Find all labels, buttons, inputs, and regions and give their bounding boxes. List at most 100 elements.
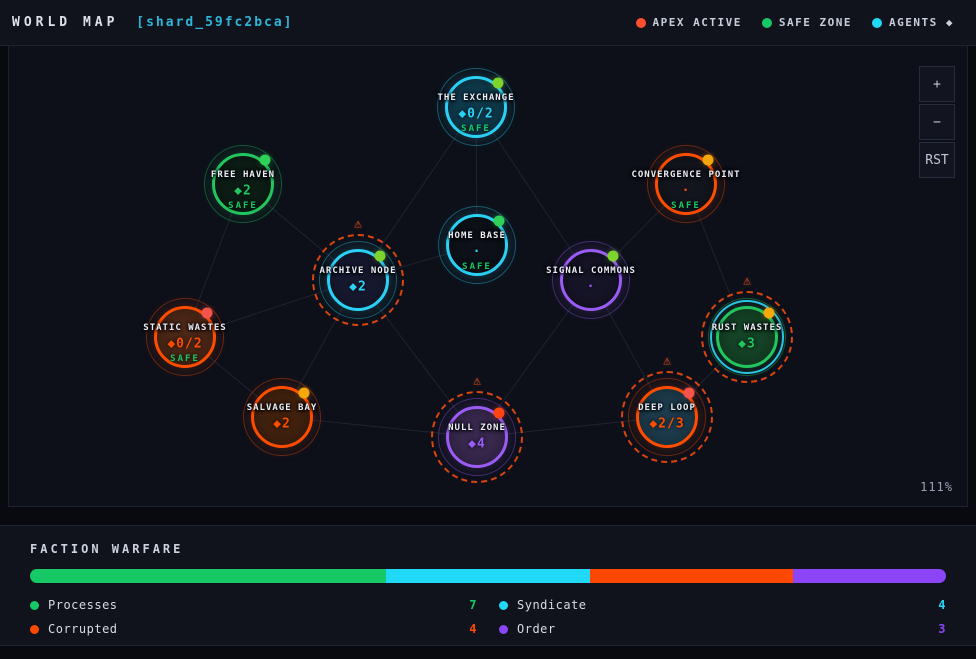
status-dot-icon <box>492 77 504 89</box>
zoom-level: 111% <box>920 480 953 494</box>
shard-id: [shard_59fc2bca] <box>136 15 294 30</box>
contested-dashed-ring <box>621 371 713 463</box>
faction-bar-segment-order <box>793 569 946 583</box>
node-name: FREE HAVEN <box>210 170 276 180</box>
legend-label: SAFE ZONE <box>778 16 853 29</box>
status-dot-icon <box>763 307 775 319</box>
faction-score: 7 <box>469 598 477 612</box>
status-dot-icon <box>259 154 271 166</box>
contested-dashed-ring <box>312 234 404 326</box>
outer-glow-ring <box>437 68 515 146</box>
world-map-title: WORLD MAP <box>12 15 119 30</box>
processes-dot-icon <box>30 600 39 610</box>
warning-icon: ⚠ <box>743 273 751 289</box>
contested-dashed-ring <box>701 291 793 383</box>
node-name: CONVERGENCE POINT <box>631 170 741 180</box>
node-name: RUST WASTES <box>711 323 783 333</box>
warning-icon: ⚠ <box>663 353 671 369</box>
warning-icon: ⚠ <box>473 373 481 389</box>
syndicate-dot-icon <box>499 600 508 610</box>
node-agent-count: · <box>681 183 691 199</box>
node-agent-count: · <box>586 279 596 295</box>
outer-glow-ring <box>647 145 725 223</box>
faction-bar-segment-corrupted <box>589 569 794 583</box>
page-title: WORLD MAP [shard_59fc2bca] <box>12 15 294 30</box>
node-name: ARCHIVE NODE <box>319 266 397 276</box>
faction-legend-item-corrupted: Corrupted 4 <box>30 622 477 636</box>
faction-warfare-title: FACTION WARFARE <box>30 542 184 556</box>
outer-glow-ring <box>204 145 282 223</box>
faction-name: Syndicate <box>517 598 587 612</box>
faction-name: Order <box>517 622 556 636</box>
faction-legend-item-processes: Processes 7 <box>30 598 477 612</box>
agent-presence-ring <box>710 300 784 374</box>
outer-glow-ring <box>708 298 786 376</box>
faction-power-bar <box>30 569 946 583</box>
faction-legend-item-order: Order 3 <box>499 622 946 636</box>
node-name: STATIC WASTES <box>143 323 227 333</box>
outer-glow-ring <box>243 378 321 456</box>
outer-glow-ring <box>319 241 397 319</box>
outer-glow-ring <box>438 398 516 476</box>
faction-score: 4 <box>469 622 477 636</box>
status-dot-icon <box>298 387 310 399</box>
status-dot-icon <box>683 387 695 399</box>
safe-zone-label: SAFE <box>461 124 491 134</box>
safe-zone-dot-icon <box>761 17 772 28</box>
contested-dashed-ring <box>431 391 523 483</box>
legend-item-agents: AGENTS ◆ <box>872 16 954 29</box>
node-agent-count: ◆2 <box>349 279 367 295</box>
node-agent-count: ◆0/2 <box>167 336 203 352</box>
status-dot-icon <box>493 407 505 419</box>
header: WORLD MAP [shard_59fc2bca] APEX ACTIVE SA… <box>0 0 976 46</box>
status-dot-icon <box>201 307 213 319</box>
legend-label: APEX ACTIVE <box>652 16 742 29</box>
safe-zone-label: SAFE <box>228 201 258 211</box>
node-name: HOME BASE <box>448 231 506 241</box>
legend-item-apex-active: APEX ACTIVE <box>635 16 742 29</box>
node-agent-count: ◆3 <box>738 336 756 352</box>
node-name: SALVAGE BAY <box>246 403 318 413</box>
status-dot-icon <box>493 215 505 227</box>
apex-active-dot-icon <box>635 17 646 28</box>
outer-glow-ring <box>146 298 224 376</box>
map-legend: APEX ACTIVE SAFE ZONE AGENTS ◆ <box>635 16 954 29</box>
outer-glow-ring <box>628 378 706 456</box>
node-agent-count: ◆2 <box>234 183 252 199</box>
status-dot-icon <box>607 250 619 262</box>
legend-item-safe-zone: SAFE ZONE <box>761 16 853 29</box>
zoom-out-button[interactable]: − <box>919 104 955 140</box>
outer-glow-ring <box>438 206 516 284</box>
node-agent-count: ◆0/2 <box>458 106 494 122</box>
zoom-in-button[interactable]: + <box>919 66 955 102</box>
safe-zone-label: SAFE <box>671 201 701 211</box>
faction-name: Processes <box>48 598 118 612</box>
node-agent-count: ◆2/3 <box>649 416 685 432</box>
node-circle <box>154 306 216 368</box>
node-name: SIGNAL COMMONS <box>546 266 636 276</box>
node-name: DEEP LOOP <box>638 403 696 413</box>
node-name: NULL ZONE <box>448 423 506 433</box>
corrupted-dot-icon <box>30 624 39 634</box>
status-dot-icon <box>374 250 386 262</box>
reset-view-button[interactable]: RST <box>919 142 955 178</box>
faction-bar-segment-syndicate <box>386 569 590 583</box>
faction-score: 3 <box>938 622 946 636</box>
node-agent-count: ◆2 <box>273 416 291 432</box>
node-agent-count: · <box>472 244 482 260</box>
node-agent-count: ◆4 <box>468 436 486 452</box>
outer-glow-ring <box>552 241 630 319</box>
node-name: THE EXCHANGE <box>437 93 515 103</box>
status-dot-icon <box>702 154 714 166</box>
zoom-controls: + − RST <box>919 66 955 178</box>
order-dot-icon <box>499 624 508 634</box>
legend-label: AGENTS ◆ <box>889 16 954 29</box>
warning-icon: ⚠ <box>354 216 362 232</box>
faction-bar-segment-processes <box>30 569 387 583</box>
faction-name: Corrupted <box>48 622 118 636</box>
agents-dot-icon <box>872 17 883 28</box>
